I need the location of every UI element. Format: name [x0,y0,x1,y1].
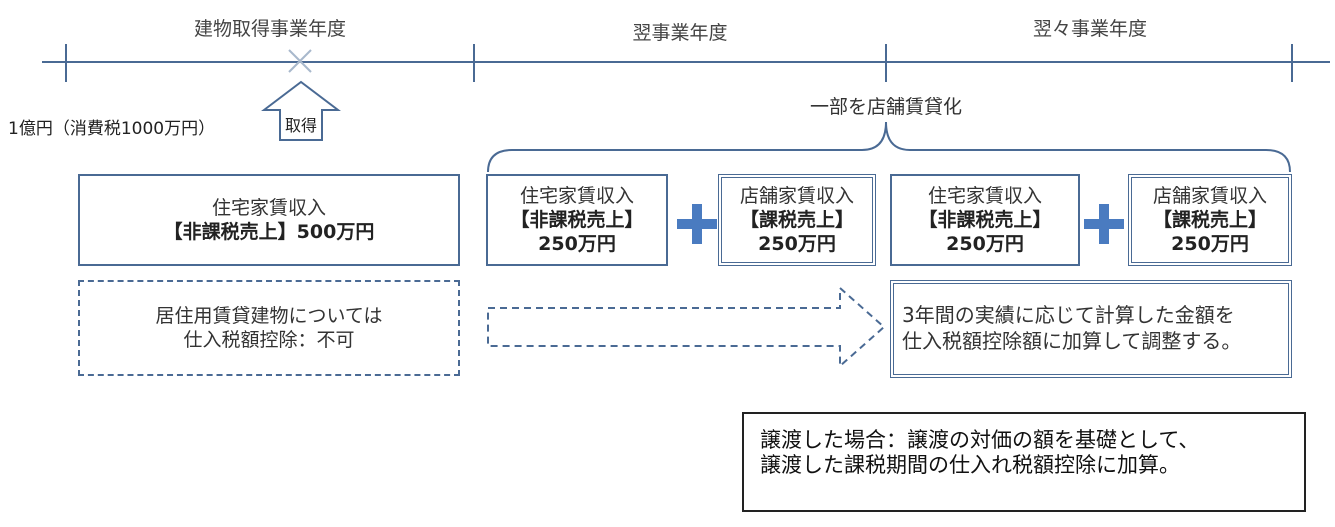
acquisition-house-label: 取得 [284,116,317,135]
transfer-note-line2: 譲渡した課税期間の仕入れ税額控除に加算。 [760,453,1180,478]
transfer-note-line1: 譲渡した場合：譲渡の対価の額を基礎として、 [760,428,1200,452]
year2-store-category: 【課税売上】 [739,208,854,231]
timeline [42,44,1330,82]
period-label-year-after-next: 翌々事業年度 [1032,18,1148,40]
year3-residential-rent-box: 住宅家賃収入 【非課税売上】 250万円 [890,174,1080,266]
year3-store-category: 【課税売上】 [1152,208,1267,231]
year1-no-credit-note: 居住用賃貸建物については 仕入税額控除：不可 [78,280,460,376]
year2-store-amount: 250万円 [758,233,836,256]
year1-residential-rent-box: 住宅家賃収入 【非課税売上】500万円 [78,174,460,266]
year3-residential-amount: 250万円 [946,233,1024,256]
year1-note-line1: 居住用賃貸建物については [155,304,383,327]
transfer-case-note: 譲渡した場合：譲渡の対価の額を基礎として、 譲渡した課税期間の仕入れ税額控除に加… [742,412,1306,512]
year3-store-amount: 250万円 [1171,233,1249,256]
year1-residential-amount: 【非課税売上】500万円 [163,221,375,243]
period-label-acquisition-year: 建物取得事業年度 [193,18,347,40]
acquisition-cross-icon [288,49,312,73]
year2-residential-rent-box: 住宅家賃収入 【非課税売上】 250万円 [486,174,668,266]
dashed-arrow [487,285,886,369]
year1-note-line2: 仕入税額控除：不可 [183,329,355,351]
year3-residential-category: 【非課税売上】 [918,208,1052,231]
year1-residential-title: 住宅家賃収入 [211,196,326,219]
year3-plus-icon [1084,204,1124,244]
year2-plus-icon [677,204,717,244]
adjustment-line1: 3年間の実績に応じて計算した金額を [902,303,1235,328]
acquisition-house-icon [261,80,341,141]
year3-store-title: 店舗家賃収入 [1152,184,1267,207]
year3-residential-title: 住宅家賃収入 [927,184,1042,207]
year2-residential-amount: 250万円 [538,233,616,256]
year2-store-title: 店舗家賃収入 [739,184,854,207]
three-year-adjustment-box: 3年間の実績に応じて計算した金額を 仕入税額控除額に加算して調整する。 [890,280,1292,378]
period-label-next-year: 翌事業年度 [632,22,728,44]
brace-bracket [487,121,1291,173]
year2-residential-title: 住宅家賃収入 [519,184,634,207]
year2-residential-category: 【非課税売上】 [510,208,644,231]
acquisition-amount: 1億円（消費税1000万円） [8,119,216,139]
partial-store-conversion-label: 一部を店舗賃貸化 [809,96,963,118]
year2-store-rent-box: 店舗家賃収入 【課税売上】 250万円 [718,174,876,266]
adjustment-line2: 仕入税額控除額に加算して調整する。 [902,329,1242,353]
year3-store-rent-box: 店舗家賃収入 【課税売上】 250万円 [1128,174,1292,266]
